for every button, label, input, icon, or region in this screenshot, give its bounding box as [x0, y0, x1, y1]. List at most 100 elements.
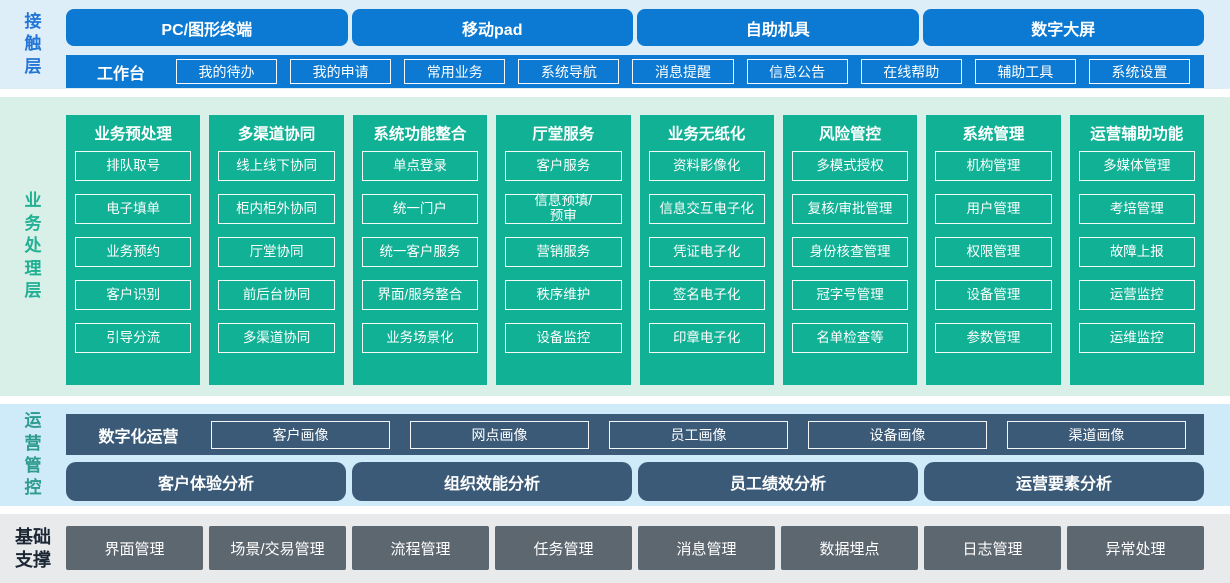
portrait-item: 网点画像	[410, 420, 589, 449]
business-column-title: 业务预处理	[94, 126, 172, 143]
terminal-button: 自助机具	[637, 9, 919, 46]
workbench-label: 工作台	[96, 65, 145, 83]
foundation-item: 流程管理	[352, 526, 489, 570]
operations-layer-content: 数字化运营 客户画像网点画像员工画像设备画像渠道画像 客户体验分析组织效能分析员…	[66, 404, 1230, 506]
foundation-layer: 基础支撑 界面管理场景/交易管理流程管理任务管理消息管理数据埋点日志管理异常处理	[0, 514, 1230, 583]
workbench-item: 我的申请	[290, 59, 392, 84]
business-column: 厅堂服务客户服务信息预填/ 预审营销服务秩序维护设备监控	[496, 115, 631, 385]
business-column: 运营辅助功能多媒体管理考培管理故障上报运营监控运维监控	[1069, 115, 1204, 385]
analysis-row: 客户体验分析组织效能分析员工绩效分析运营要素分析	[66, 462, 1204, 501]
business-item: 前后台协同	[218, 280, 335, 310]
foundation-item: 场景/交易管理	[209, 526, 346, 570]
business-item: 单点登录	[361, 151, 479, 181]
foundation-layer-label-text: 基础支撑	[15, 527, 51, 570]
portrait-item: 员工画像	[609, 420, 788, 449]
operations-layer-label-text: 运营管控	[24, 411, 42, 498]
business-layer-label-text: 业务处理层	[24, 191, 42, 301]
contact-layer-label-text: 接触层	[24, 11, 42, 76]
portrait-item: 客户画像	[211, 420, 390, 449]
foundation-layer-label: 基础支撑	[0, 514, 66, 583]
business-item: 柜内柜外协同	[218, 194, 335, 224]
business-item: 签名电子化	[648, 280, 765, 310]
business-column: 系统功能整合单点登录统一门户统一客户服务界面/服务整合业务场景化	[352, 115, 488, 385]
business-item: 电子填单	[75, 194, 192, 224]
workbench-item: 系统设置	[1088, 59, 1190, 84]
contact-layer-label: 接触层	[0, 0, 66, 89]
workbench-item: 辅助工具	[974, 59, 1076, 84]
business-column-title: 系统功能整合	[373, 126, 467, 143]
portrait-item: 渠道画像	[1007, 420, 1186, 449]
business-item: 业务预约	[75, 237, 192, 267]
foundation-item: 数据埋点	[781, 526, 918, 570]
business-item: 营销服务	[505, 237, 622, 267]
business-column-title: 系统管理	[962, 126, 1025, 143]
workbench-item: 常用业务	[404, 59, 506, 84]
business-item: 用户管理	[935, 194, 1052, 224]
business-item: 界面/服务整合	[361, 280, 479, 310]
business-item: 考培管理	[1078, 194, 1195, 224]
business-item: 权限管理	[935, 237, 1052, 267]
band-divider	[0, 506, 1230, 514]
business-item: 排队取号	[75, 151, 192, 181]
business-item: 设备监控	[505, 323, 622, 353]
workbench-items: 我的待办我的申请常用业务系统导航消息提醒信息公告在线帮助辅助工具系统设置	[176, 59, 1190, 84]
operations-layer-label: 运营管控	[0, 404, 66, 506]
business-item: 印章电子化	[648, 323, 765, 353]
business-item: 厅堂协同	[218, 237, 335, 267]
business-item: 故障上报	[1078, 237, 1195, 267]
business-item: 运维监控	[1078, 323, 1195, 353]
business-item: 名单检查等	[791, 323, 909, 353]
business-item: 资料影像化	[648, 151, 765, 181]
business-item: 机构管理	[935, 151, 1052, 181]
foundation-row: 界面管理场景/交易管理流程管理任务管理消息管理数据埋点日志管理异常处理	[66, 526, 1204, 570]
terminal-button: PC/图形终端	[66, 9, 348, 46]
business-item: 冠字号管理	[791, 280, 909, 310]
operations-layer: 运营管控 数字化运营 客户画像网点画像员工画像设备画像渠道画像 客户体验分析组织…	[0, 404, 1230, 506]
business-item: 设备管理	[935, 280, 1052, 310]
workbench-item: 消息提醒	[632, 59, 734, 84]
business-item: 统一客户服务	[361, 237, 479, 267]
foundation-layer-content: 界面管理场景/交易管理流程管理任务管理消息管理数据埋点日志管理异常处理	[66, 514, 1230, 583]
band-divider	[0, 89, 1230, 97]
portrait-items: 客户画像网点画像员工画像设备画像渠道画像	[211, 420, 1186, 449]
workbench-item: 系统导航	[518, 59, 620, 84]
business-columns: 业务预处理排队取号电子填单业务预约客户识别引导分流多渠道协同线上线下协同柜内柜外…	[66, 97, 1230, 396]
analysis-button: 员工绩效分析	[638, 462, 918, 501]
digital-operations-label: 数字化运营	[98, 428, 179, 446]
portrait-item: 设备画像	[808, 420, 987, 449]
business-item: 复核/审批管理	[791, 194, 909, 224]
workbench-item: 我的待办	[176, 59, 278, 84]
analysis-button: 组织效能分析	[352, 462, 632, 501]
business-column-title: 风险管控	[819, 126, 882, 143]
business-item: 多模式授权	[791, 151, 909, 181]
business-item: 运营监控	[1078, 280, 1195, 310]
business-item: 多渠道协同	[218, 323, 335, 353]
business-item: 参数管理	[935, 323, 1052, 353]
business-column-title: 运营辅助功能	[1090, 126, 1184, 143]
analysis-button: 客户体验分析	[66, 462, 346, 501]
business-column: 风险管控多模式授权复核/审批管理身份核查管理冠字号管理名单检查等	[782, 115, 918, 385]
business-layer-label: 业务处理层	[0, 97, 66, 396]
band-divider	[0, 396, 1230, 404]
business-item: 秩序维护	[505, 280, 622, 310]
business-item: 信息预填/ 预审	[505, 193, 622, 224]
business-item: 客户服务	[505, 151, 622, 181]
foundation-item: 异常处理	[1067, 526, 1204, 570]
foundation-item: 任务管理	[495, 526, 632, 570]
business-item: 多媒体管理	[1078, 151, 1195, 181]
business-item: 客户识别	[75, 280, 192, 310]
business-item: 业务场景化	[361, 323, 479, 353]
digital-operations-bar: 数字化运营 客户画像网点画像员工画像设备画像渠道画像	[66, 414, 1204, 455]
business-column-title: 厅堂服务	[532, 126, 595, 143]
terminal-button: 数字大屏	[922, 9, 1204, 46]
business-column: 业务无纸化资料影像化信息交互电子化凭证电子化签名电子化印章电子化	[639, 115, 774, 385]
foundation-item: 消息管理	[638, 526, 775, 570]
foundation-item: 界面管理	[66, 526, 203, 570]
workbench-item: 在线帮助	[860, 59, 962, 84]
business-item: 统一门户	[361, 194, 479, 224]
foundation-item: 日志管理	[924, 526, 1061, 570]
terminal-button: 移动pad	[351, 9, 633, 46]
